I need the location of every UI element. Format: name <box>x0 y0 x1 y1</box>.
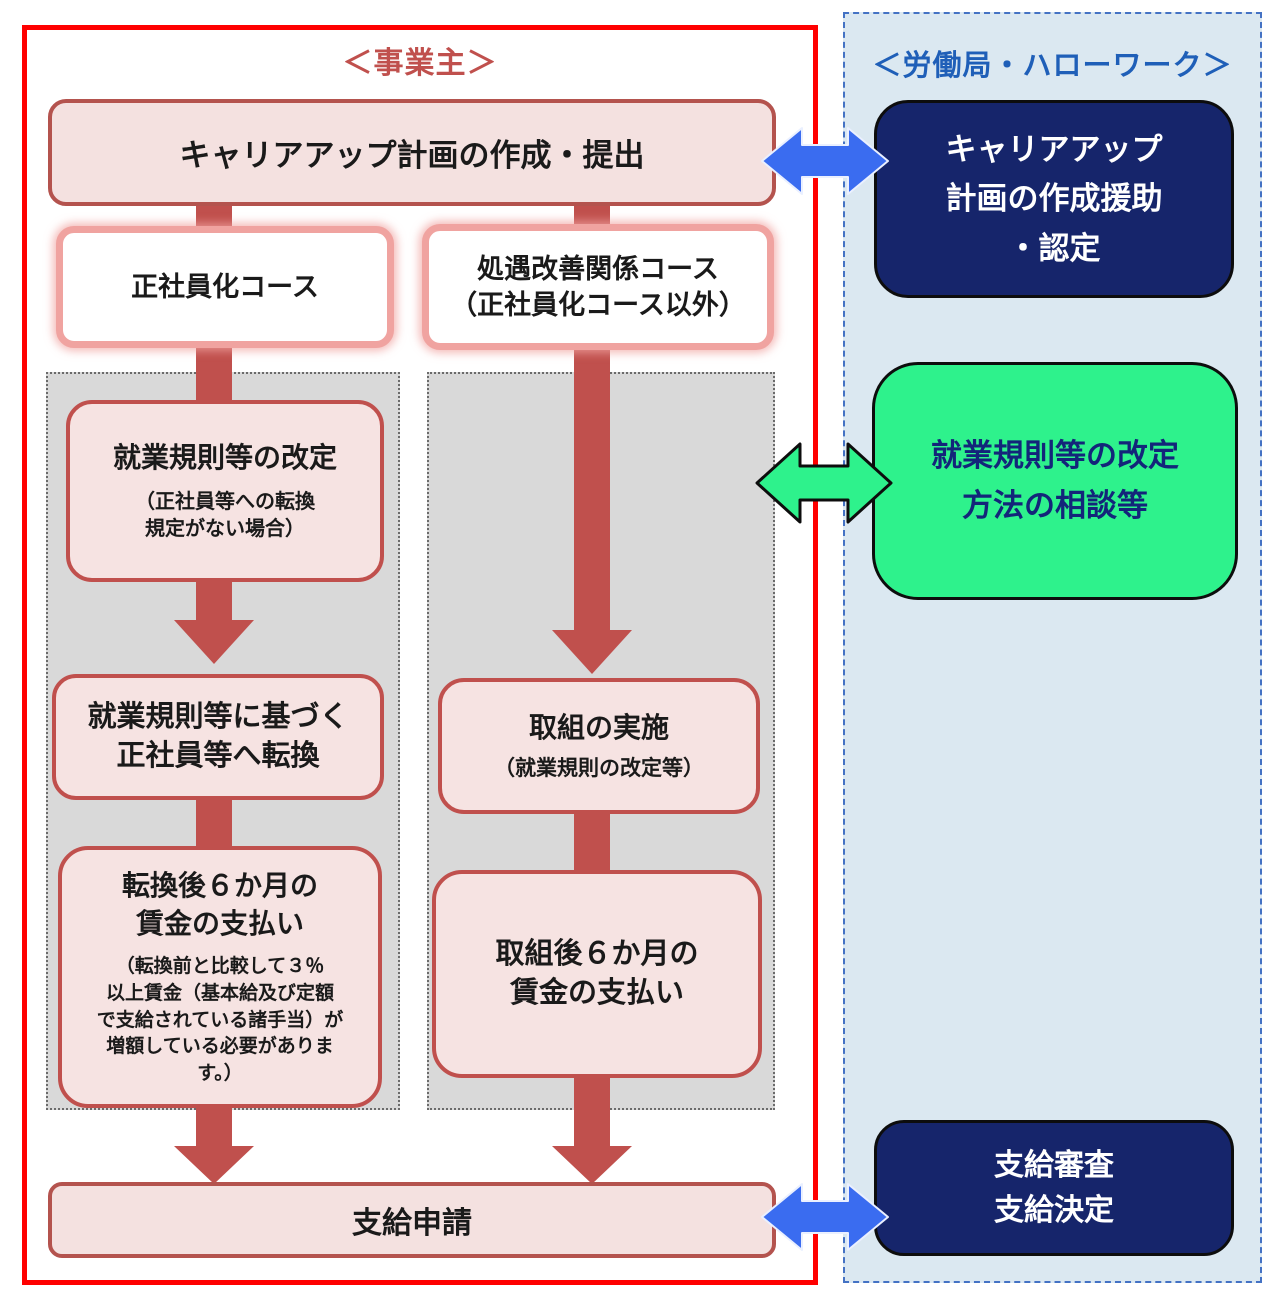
down-arrow-wage-to-apply-left-shaft <box>196 1104 232 1148</box>
connector-convert-to-wage <box>196 798 232 848</box>
wage-payment-after-conversion-note: （転換前と比較して３％ 以上賃金（基本給及び定額 で支給されている諸手当）が 増… <box>96 956 344 1084</box>
down-arrow-revise-to-convert-shaft <box>196 578 232 622</box>
wage-payment-after-conversion-box: 転換後６か月の 賃金の支払い （転換前と比較して３％ 以上賃金（基本給及び定額 … <box>58 846 382 1108</box>
work-rules-revision-note: （正社員等への転換 規定がない場合） <box>135 490 315 540</box>
subsidy-application-box: 支給申請 <box>48 1182 776 1258</box>
down-arrow-shogu-to-implement-shaft <box>574 346 610 632</box>
shogu-course-box: 処遇改善関係コース （正社員化コース以外） <box>422 224 774 350</box>
down-arrow-shogu-to-implement-head-icon <box>552 630 632 674</box>
down-arrow-wage-to-apply-right-head-icon <box>552 1146 632 1184</box>
implementation-box: 取組の実施 （就業規則の改定等） <box>438 678 760 814</box>
labor-bureau-panel-title: ＜労働局・ハローワーク＞ <box>872 50 1233 82</box>
revision-consultation-box: 就業規則等の改定 方法の相談等 <box>872 362 1238 600</box>
wage-payment-after-implementation-box: 取組後６か月の 賃金の支払い <box>432 870 762 1078</box>
conversion-box: 就業規則等に基づく 正社員等へ転換 <box>52 674 384 800</box>
work-rules-revision-title: 就業規則等の改定 <box>112 442 337 474</box>
double-arrow-consultation-icon <box>755 442 893 524</box>
double-arrow-plan-exchange-icon <box>761 127 889 195</box>
down-arrow-wage-to-apply-left-head-icon <box>174 1146 254 1184</box>
seishain-course-box: 正社員化コース <box>56 226 394 348</box>
employer-panel-title: ＜事業主＞ <box>342 47 498 80</box>
double-arrow-application-exchange-icon <box>761 1183 889 1251</box>
career-up-plan-box: キャリアアップ計画の作成・提出 <box>48 99 776 206</box>
wage-payment-after-conversion-title: 転換後６か月の 賃金の支払い <box>121 869 318 939</box>
work-rules-revision-box: 就業規則等の改定 （正社員等への転換 規定がない場合） <box>66 400 384 582</box>
plan-assistance-certification-box: キャリアアップ 計画の作成援助 ・認定 <box>874 100 1234 298</box>
implementation-note: （就業規則の改定等） <box>494 756 704 780</box>
connector-seishain-to-revise <box>196 344 232 404</box>
down-arrow-revise-to-convert-head-icon <box>174 620 254 664</box>
down-arrow-wage-to-apply-right-shaft <box>574 1076 610 1148</box>
payment-review-decision-box: 支給審査 支給決定 <box>874 1120 1234 1256</box>
implementation-title: 取組の実施 <box>528 711 669 743</box>
connector-implement-to-wage <box>574 812 610 872</box>
